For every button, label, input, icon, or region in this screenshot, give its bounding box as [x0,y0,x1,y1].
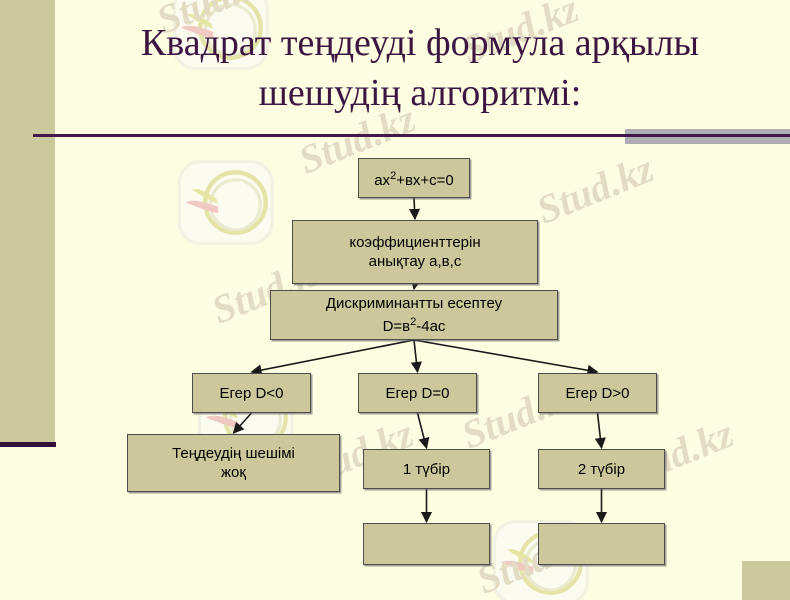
flowchart-edge [594,412,606,450]
flowchart-node-label: ax2+вх+с=0 [374,169,454,189]
flowchart-node-label: 2 түбір [577,460,626,478]
corner-accent-square [742,561,790,600]
flowchart-edge [410,278,422,291]
title-divider-rule [33,134,790,137]
flowchart-node-n10 [363,523,490,565]
flowchart-edge [232,412,253,434]
flowchart-node-n1: ax2+вх+с=0 [358,158,470,198]
left-accent-underline [0,442,56,447]
flowchart-node-label: 1 түбір [402,460,451,478]
page-title-line-2: шешудің алгоритмі: [258,72,582,114]
flowchart-node-label: Егер D>0 [565,384,630,402]
flowchart-edge [408,197,421,221]
flowchart-edge [413,339,599,376]
flowchart-node-n5: Егер D=0 [358,373,477,413]
flowchart-node-n8: 1 түбір [363,449,490,489]
flowchart-edge [416,412,430,450]
flowchart-node-n11 [538,523,665,565]
flowchart-node-label: Егер D<0 [219,384,284,402]
page-title-line-1: Квадрат теңдеуді формула арқылы [140,22,700,64]
flowchart-edge [410,339,422,374]
page-title: Квадрат теңдеуді формула арқылы шешудің … [70,18,770,118]
left-accent-bar [0,0,55,442]
flowchart-node-n6: Егер D>0 [538,373,657,413]
flowchart-node-label: Егер D=0 [385,384,450,402]
flowchart-node-n9: 2 түбір [538,449,665,489]
flowchart-edge [250,339,415,376]
flowchart-node-n4: Егер D<0 [192,373,311,413]
